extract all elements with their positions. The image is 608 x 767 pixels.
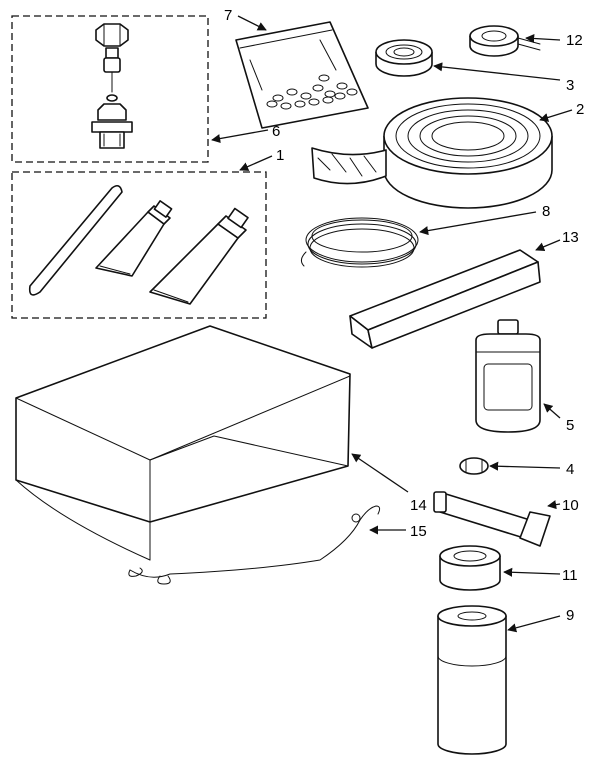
callout-2: 2 bbox=[576, 101, 584, 118]
part-8-coil bbox=[300, 217, 419, 268]
callout-3: 3 bbox=[566, 77, 574, 94]
part-3-tape-roll bbox=[375, 39, 433, 77]
part-7-hardware-bag bbox=[235, 21, 369, 129]
callout-1: 1 bbox=[276, 147, 284, 164]
callout-7: 7 bbox=[224, 7, 232, 24]
callout-6: 6 bbox=[272, 123, 280, 140]
leader-13 bbox=[535, 239, 561, 252]
leader-10 bbox=[547, 500, 561, 510]
part-5-bottle bbox=[475, 319, 541, 433]
part-2-insulation-roll bbox=[311, 97, 553, 209]
part-1-sealant-kit bbox=[11, 171, 267, 319]
part-15-cord bbox=[128, 505, 381, 585]
part-11-tape-roll bbox=[439, 545, 501, 591]
callout-11: 11 bbox=[562, 567, 578, 584]
leader-4 bbox=[489, 461, 561, 471]
leader-2 bbox=[539, 109, 573, 122]
leader-12 bbox=[525, 33, 561, 44]
leader-1 bbox=[239, 155, 273, 171]
part-9-spray-can bbox=[437, 605, 507, 755]
callout-10: 10 bbox=[562, 497, 579, 514]
callout-8: 8 bbox=[542, 203, 550, 220]
leader-lines bbox=[211, 15, 573, 633]
callout-13: 13 bbox=[562, 229, 579, 246]
callout-5: 5 bbox=[566, 417, 574, 434]
leader-9 bbox=[507, 615, 561, 633]
leader-7 bbox=[237, 15, 267, 31]
callout-labels: 7 12 3 2 6 1 8 13 5 4 10 11 9 14 15 bbox=[224, 7, 584, 624]
part-4-fitting bbox=[459, 457, 489, 475]
part-14-cover bbox=[15, 325, 351, 561]
leader-3 bbox=[433, 62, 561, 81]
part-6-valve-assembly bbox=[11, 15, 209, 163]
callout-15: 15 bbox=[410, 523, 427, 540]
leader-6 bbox=[211, 129, 269, 144]
part-10-tube bbox=[433, 491, 551, 547]
callout-9: 9 bbox=[566, 607, 574, 624]
part-12-tape-roll bbox=[469, 25, 541, 57]
callout-14: 14 bbox=[410, 497, 427, 514]
callout-4: 4 bbox=[566, 461, 574, 478]
leader-5 bbox=[543, 403, 561, 419]
leader-8 bbox=[419, 211, 537, 236]
leader-11 bbox=[503, 567, 561, 577]
leader-14 bbox=[351, 453, 409, 493]
part-13-foam-strip bbox=[349, 249, 541, 349]
callout-12: 12 bbox=[566, 32, 583, 49]
